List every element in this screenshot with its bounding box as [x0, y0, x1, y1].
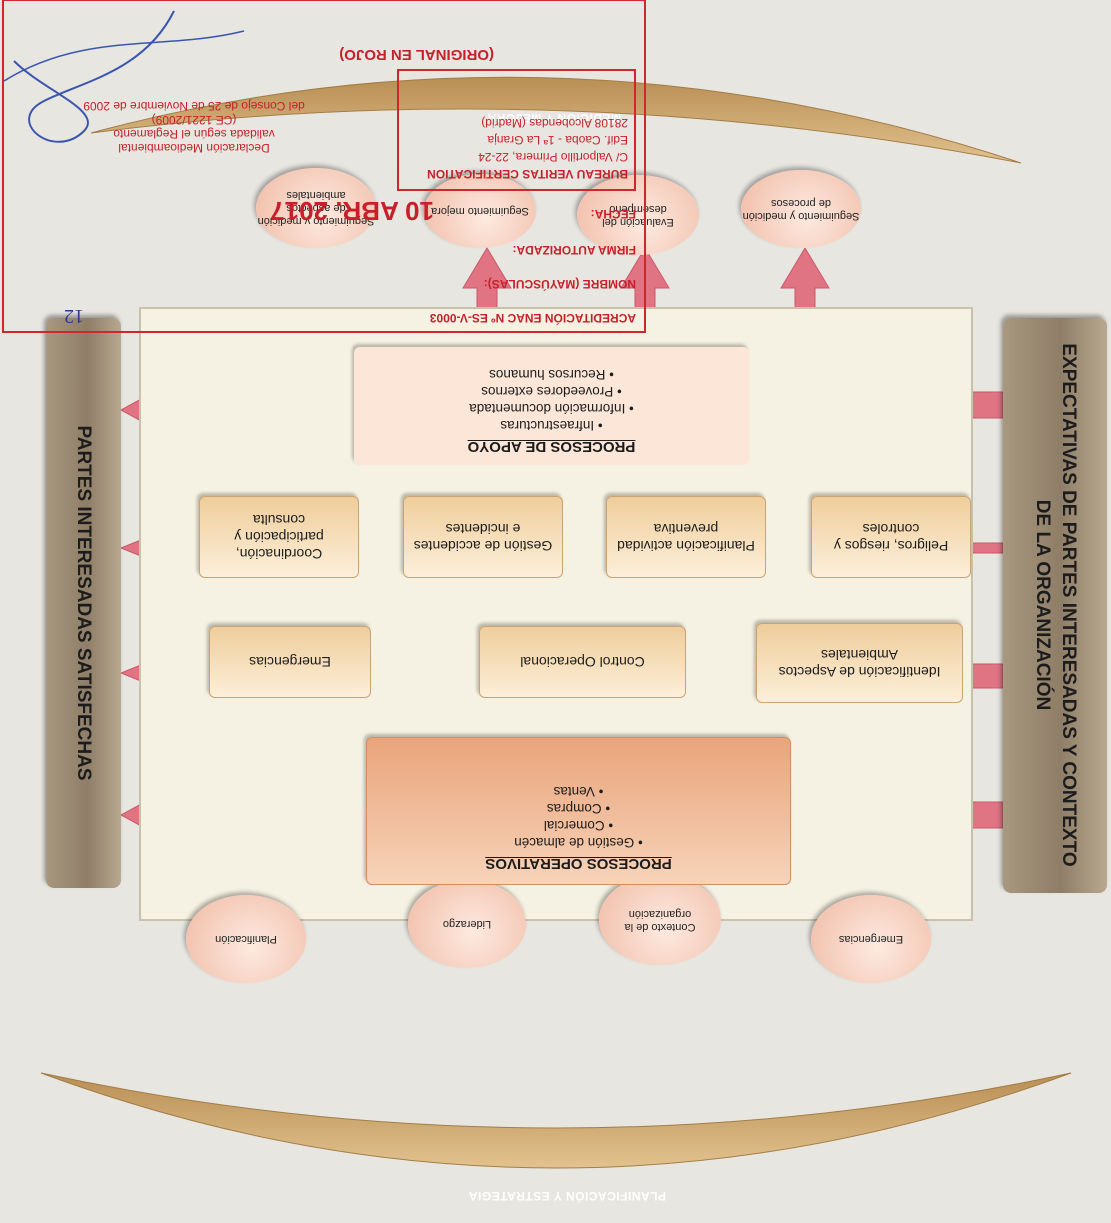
input-bubble-liderazgo: Liderazgo — [408, 880, 526, 968]
operational-processes-box: PROCESOS OPERATIVOS • Gestión de almacén… — [366, 737, 791, 885]
list-item: • Recursos humanos — [489, 367, 614, 382]
right-bar-label: PARTES INTERESADAS SATISFECHAS — [73, 425, 95, 781]
measure-bubble-processes: Seguimiento y medición de procesos — [741, 170, 861, 248]
aspects-identification-box: Identificación de Aspectos Ambientales — [756, 623, 963, 703]
top-arc — [40, 1072, 1072, 1169]
list-item: • Infraestructuras — [500, 418, 603, 433]
hazards-box: Peligros, riesgos y controles — [811, 496, 971, 578]
list-item: • Comercial — [543, 818, 614, 833]
list-item: • Compras — [546, 801, 611, 816]
coordination-box: Coordinación, participación y consulta — [199, 496, 359, 578]
accidents-box: Gestión de accidentes e incidentes — [403, 496, 563, 578]
preventive-planning-box: Planificación actividad preventiva — [606, 496, 766, 578]
input-bubble-contexto: Contexto de la organización — [599, 875, 721, 965]
top-arc-label: PLANIFICACIÓN Y ESTRATEGIA — [468, 1189, 666, 1203]
operational-control-box: Control Operacional — [479, 626, 686, 698]
handwritten-signature — [4, 10, 245, 143]
list-item: • Proveedores externos — [481, 384, 622, 399]
input-bubble-emergencias: Emergencias — [811, 895, 931, 983]
left-bar-label: EXPECTATIVAS DE PARTES INTERESADAS Y CON… — [1032, 343, 1079, 868]
verification-stamp: ACREDITACIÓN ENAC Nº ES-V-0003 NOMBRE (M… — [2, 0, 646, 333]
support-processes-box: PROCESOS DE APOYO • Infraestructuras • I… — [354, 347, 749, 465]
list-item: • Gestión de almacén — [514, 835, 643, 850]
input-bubble-planificacion: Planificación — [186, 895, 306, 983]
emergencies-box: Emergencias — [209, 626, 371, 698]
list-item: • Información documentada — [469, 401, 634, 416]
bottom-arc — [90, 76, 1022, 164]
left-context-bar: EXPECTATIVAS DE PARTES INTERESADAS Y CON… — [1003, 318, 1107, 893]
list-item: • Ventas — [553, 784, 604, 799]
right-satisfied-bar: PARTES INTERESADAS SATISFECHAS — [46, 318, 121, 888]
